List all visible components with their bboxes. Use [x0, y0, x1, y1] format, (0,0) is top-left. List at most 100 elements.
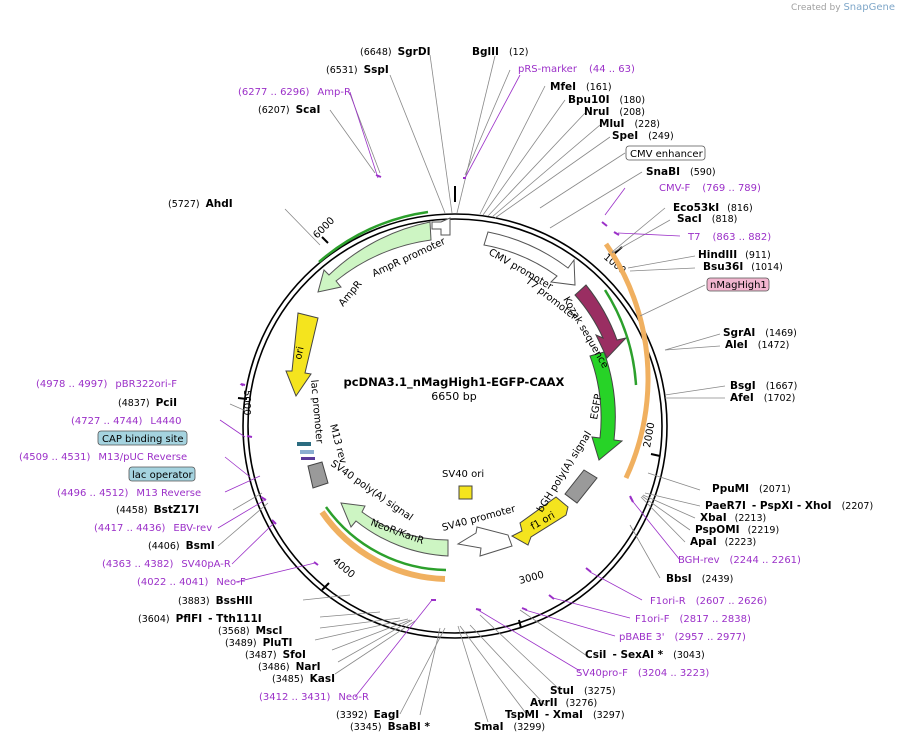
enzyme-label: Bpu10I(180) [568, 94, 645, 106]
label-lac-promoter: lac promoter [308, 379, 325, 445]
sv40-promoter-arrow [456, 526, 513, 557]
orf-arc-bottom [319, 510, 446, 582]
enzyme-labels: (6648)SgrDI BglII(12) (6531)SspI MfeI(16… [116, 46, 873, 733]
scale-ticks [237, 236, 661, 629]
tick-label-2000: 2000 [642, 422, 657, 449]
enzyme-label: (3489)PluTI [225, 637, 292, 649]
enzyme-label: AfeI(1702) [730, 392, 795, 404]
enzyme-label: (3487)SfoI [245, 649, 306, 661]
lac-promoter-box [297, 442, 311, 446]
primer-leader-lines [217, 74, 681, 698]
enzyme-label: (3392)EagI [336, 709, 399, 721]
enzyme-label: TspMI- XmaI(3297) [505, 709, 625, 721]
enzyme-label: ApaI(2223) [690, 536, 756, 548]
enzyme-label: Bsu36I(1014) [703, 261, 783, 273]
neor-green-arc [324, 506, 447, 572]
enzyme-label: BglII(12) [472, 46, 528, 58]
nmaghigh1-label: nMagHigh1 [710, 280, 767, 291]
ampr-arrow [317, 221, 432, 293]
primer-label: pRS-marker(44 .. 63) [518, 64, 635, 75]
enzyme-label: StuI(3275) [550, 685, 616, 697]
label-ampr: AmpR [337, 279, 365, 309]
enzyme-label: (3883)BssHII [178, 595, 253, 607]
enzyme-label: XbaI(2213) [700, 512, 766, 524]
enzyme-label: SnaBI(590) [646, 166, 716, 178]
nmaghigh1-box [706, 277, 770, 292]
tick-label-6000: 6000 [311, 215, 337, 241]
ampr-green-arc [318, 210, 429, 263]
ampr-promoter-arrow [431, 217, 451, 236]
cmv-enhancer-label: CMV enhancer [630, 149, 704, 160]
primer-marks [240, 174, 634, 611]
label-ori: ori [293, 346, 306, 361]
enzyme-label: (3486)NarI [258, 661, 321, 673]
primer-label: (4496 .. 4512)M13 Reverse [57, 488, 201, 499]
enzyme-label: NruI(208) [584, 106, 645, 118]
primer-labels: pRS-marker(44 .. 63) (6277 .. 6296)Amp-R… [19, 64, 801, 703]
tick-label-4000: 4000 [330, 556, 357, 581]
enzyme-label: MfeI(161) [550, 81, 612, 93]
sv40-ori-box [458, 485, 473, 500]
backbone-outer [242, 213, 668, 639]
cap-box [97, 430, 188, 446]
enzyme-label: (3604)PflFI- Tth111I [138, 613, 262, 625]
snapgene-credit: Created by SnapGene [791, 2, 895, 13]
primer-label: SV40pro-F(3204 .. 3223) [576, 668, 709, 679]
primer-label: (4022 .. 4041)Neo-F [137, 577, 246, 588]
enzyme-label: MluI(228) [599, 118, 660, 130]
backbone-inner [247, 218, 663, 634]
plasmid-name: pcDNA3.1_nMagHigh1-EGFP-CAAX [344, 375, 565, 390]
bgh-polyA-box [564, 469, 598, 504]
tick-label-3000: 3000 [518, 570, 545, 587]
enzyme-label: SpeI(249) [612, 130, 674, 142]
plasmid-size: 6650 bp [431, 390, 476, 403]
cap-label: CAP binding site [102, 434, 184, 445]
enzyme-label: (6207)ScaI [258, 104, 320, 116]
primer-label: T7(863 .. 882) [687, 232, 771, 243]
primer-label: CMV-F(769 .. 789) [659, 183, 761, 194]
enzyme-label: BbsI(2439) [666, 573, 733, 585]
lac-operator-box [300, 450, 314, 454]
egfp-green-arc [603, 289, 638, 386]
primer-label: (4417 .. 4436)EBV-rev [94, 523, 212, 534]
enzyme-label: AleI(1472) [725, 339, 789, 351]
enzyme-label: Eco53kI(816) [673, 202, 753, 214]
leader-lines [217, 54, 726, 723]
primer-label: F1ori-R(2607 .. 2626) [650, 596, 767, 607]
enzyme-label: (6531)SspI [326, 64, 389, 76]
primer-label: (4978 .. 4997)pBR322ori-F [36, 379, 177, 390]
enzyme-label: SgrAI(1469) [723, 327, 797, 339]
enzyme-label: AvrII(3276) [530, 697, 597, 709]
egfp-arrow [589, 351, 624, 461]
nmaghigh1-arrow [574, 284, 628, 359]
primer-label: (4363 .. 4382)SV40pA-R [102, 559, 231, 570]
label-m13rev: M13 rev [327, 423, 348, 465]
enzyme-label: PspOMI(2219) [695, 524, 779, 536]
enzyme-label: PaeR7I- PspXI - XhoI(2207) [705, 500, 873, 512]
primer-label: (3412 .. 3431)Neo-R [259, 692, 369, 703]
enzyme-label: (3485)KasI [272, 673, 335, 685]
cmv-promoter-arrow [483, 231, 576, 286]
primer-label: BGH-rev(2244 .. 2261) [678, 555, 801, 566]
enzyme-label: HindIII(911) [698, 249, 771, 261]
primer-label: (6277 .. 6296)Amp-R [238, 87, 351, 98]
enzyme-label: SacI(818) [677, 213, 737, 225]
label-sv40-ori: SV40 ori [442, 469, 484, 480]
enzyme-label: (4837)PciI [118, 397, 177, 409]
snapgene-logo: SnapGene [843, 2, 895, 13]
sv40-polyA-box [307, 461, 329, 489]
primer-label: (4509 .. 4531)M13/pUC Reverse [19, 452, 187, 463]
m13-rev-box [301, 457, 315, 460]
enzyme-label: BsgI(1667) [730, 380, 797, 392]
label-egfp: EGFP [589, 393, 604, 420]
enzyme-label: PpuMI(2071) [712, 483, 791, 495]
enzyme-label: (4406)BsmI [148, 540, 215, 552]
primer-label: F1ori-F(2817 .. 2838) [635, 614, 751, 625]
orf-arc-right [603, 242, 651, 480]
enzyme-label: (4458)BstZ17I [116, 504, 199, 516]
lac-operator-label: lac operator [132, 470, 193, 481]
f1-ori-arrow [510, 496, 569, 546]
primer-label: (4727 .. 4744)L4440 [71, 416, 181, 427]
cmv-enhancer-box [625, 145, 706, 161]
